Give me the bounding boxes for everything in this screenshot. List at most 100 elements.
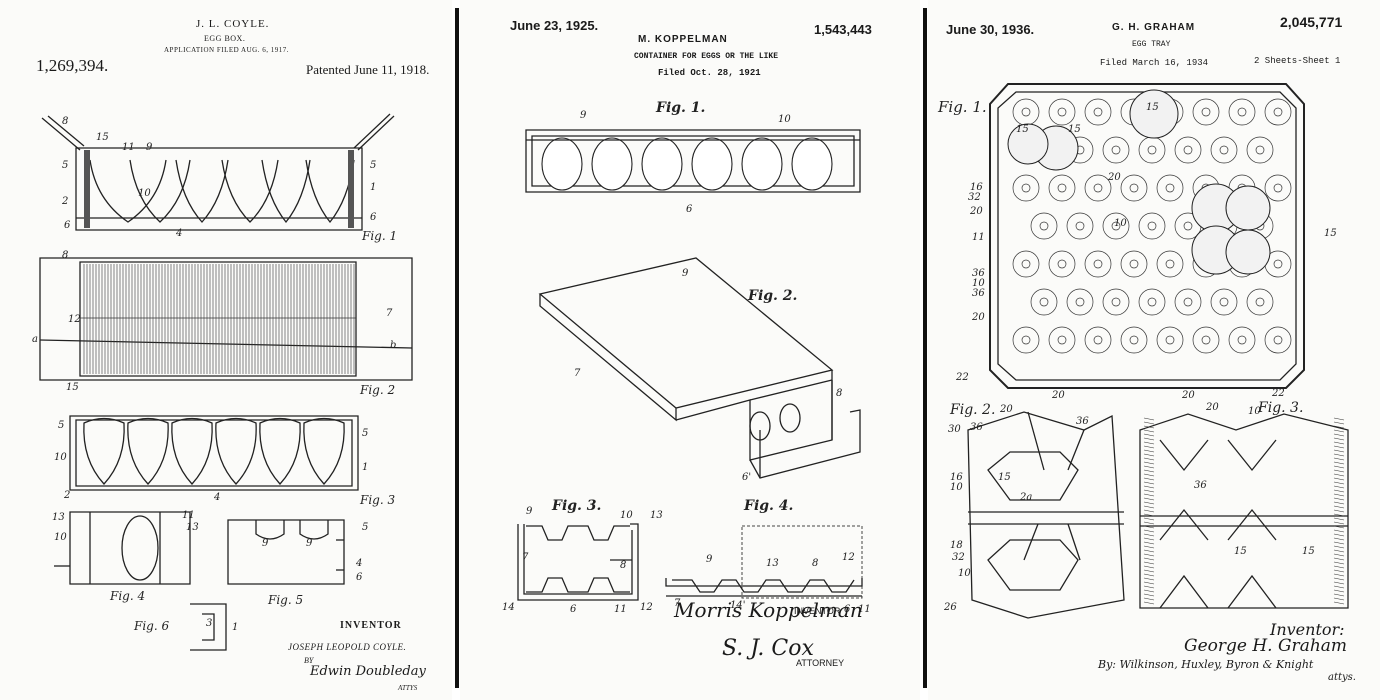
svg-text:11: 11 bbox=[182, 510, 195, 521]
svg-text:b: b bbox=[390, 340, 396, 351]
patent-title: EGG BOX. bbox=[204, 34, 246, 43]
svg-text:20: 20 bbox=[971, 312, 985, 323]
svg-text:13: 13 bbox=[766, 558, 779, 569]
patent-number: 1,543,443 bbox=[814, 22, 872, 37]
svg-text:7: 7 bbox=[574, 368, 581, 379]
svg-text:Fig. 2.: Fig. 2. bbox=[949, 402, 995, 418]
svg-text:10: 10 bbox=[54, 532, 67, 543]
svg-text:Fig. 5: Fig. 5 bbox=[267, 593, 303, 607]
graham-figure-captions: Fig. 1. Fig. 2. Fig. 3. bbox=[937, 98, 1303, 418]
svg-text:Fig. 3.: Fig. 3. bbox=[1257, 400, 1303, 416]
svg-text:2: 2 bbox=[61, 196, 68, 207]
svg-text:22: 22 bbox=[1271, 388, 1285, 399]
inventor-heading: INVENTOR bbox=[340, 620, 402, 631]
inventor-short-name: G. H. GRAHAM bbox=[1112, 22, 1196, 33]
svg-text:22: 22 bbox=[955, 372, 969, 383]
svg-text:10: 10 bbox=[54, 452, 67, 463]
graham-fig1-drawing bbox=[990, 84, 1304, 388]
svg-text:9: 9 bbox=[706, 554, 713, 565]
svg-text:2a: 2a bbox=[1019, 492, 1032, 503]
svg-text:4: 4 bbox=[213, 492, 220, 503]
filing-date: Filed March 16, 1934 bbox=[1100, 58, 1209, 68]
svg-text:9: 9 bbox=[526, 506, 533, 517]
svg-text:8: 8 bbox=[620, 560, 626, 571]
svg-text:11: 11 bbox=[972, 232, 985, 243]
svg-text:5: 5 bbox=[362, 522, 368, 533]
koppelman-fig2-drawing bbox=[540, 258, 860, 478]
svg-text:13: 13 bbox=[650, 510, 663, 521]
patent-date: Patented June 11, 1918. bbox=[306, 62, 430, 77]
by-label: BY bbox=[304, 656, 314, 665]
svg-text:20: 20 bbox=[1205, 402, 1219, 413]
filing-date: APPLICATION FILED AUG. 6, 1917. bbox=[164, 46, 289, 54]
svg-text:15: 15 bbox=[1068, 124, 1081, 135]
svg-text:30: 30 bbox=[948, 424, 961, 435]
svg-text:1: 1 bbox=[370, 182, 376, 193]
patent-date: June 30, 1936. bbox=[946, 22, 1035, 37]
svg-text:9: 9 bbox=[262, 538, 269, 549]
svg-text:5: 5 bbox=[362, 428, 368, 439]
patent-sheet-graham: June 30, 1936. G. H. GRAHAM 2,045,771 EG… bbox=[928, 0, 1380, 700]
coyle-fig2-hatching bbox=[84, 264, 354, 374]
svg-text:10: 10 bbox=[972, 278, 985, 289]
inventor-label: INVENTOR bbox=[794, 606, 841, 616]
svg-text:7: 7 bbox=[674, 598, 681, 609]
svg-text:10: 10 bbox=[620, 510, 633, 521]
svg-text:13: 13 bbox=[52, 512, 65, 523]
coyle-fig5-drawing bbox=[228, 520, 344, 584]
svg-text:Fig. 6: Fig. 6 bbox=[133, 619, 169, 633]
svg-text:36: 36 bbox=[972, 268, 985, 279]
svg-text:13: 13 bbox=[186, 522, 199, 533]
graham-hatching bbox=[1144, 418, 1344, 604]
coyle-figure-captions: Fig. 1 Fig. 2 Fig. 3 Fig. 4 Fig. 5 Fig. … bbox=[109, 229, 397, 633]
svg-text:32: 32 bbox=[952, 552, 965, 563]
divider-left bbox=[455, 8, 459, 688]
patent-date: June 23, 1925. bbox=[510, 18, 599, 33]
svg-text:12: 12 bbox=[68, 314, 81, 325]
svg-text:a: a bbox=[32, 334, 38, 345]
svg-text:Fig. 2: Fig. 2 bbox=[359, 383, 395, 397]
svg-text:Fig. 1.: Fig. 1. bbox=[937, 98, 987, 116]
koppelman-fig3-drawing bbox=[518, 524, 638, 600]
svg-text:8: 8 bbox=[836, 388, 842, 399]
inventor-short-name: J. L. COYLE. bbox=[196, 18, 270, 30]
svg-text:15: 15 bbox=[1324, 228, 1337, 239]
svg-text:8: 8 bbox=[62, 116, 68, 127]
svg-text:7: 7 bbox=[522, 552, 529, 563]
svg-text:6: 6 bbox=[844, 604, 851, 615]
svg-text:1: 1 bbox=[362, 462, 368, 473]
svg-text:20: 20 bbox=[1051, 390, 1065, 401]
patent-title: CONTAINER FOR EGGS OR THE LIKE bbox=[634, 52, 779, 61]
koppelman-figure-captions: Fig. 1. Fig. 2. Fig. 3. Fig. 4. bbox=[551, 100, 797, 514]
svg-text:7: 7 bbox=[386, 308, 393, 319]
attorney-label: ATTORNEY bbox=[796, 658, 845, 668]
sheet-count: 2 Sheets-Sheet 1 bbox=[1254, 56, 1341, 66]
patent-number: 1,269,394. bbox=[36, 56, 109, 75]
svg-text:10: 10 bbox=[778, 114, 791, 125]
attys-label: attys. bbox=[1328, 672, 1356, 683]
koppelman-fig1-drawing bbox=[526, 130, 860, 192]
patent-sheet-coyle: J. L. COYLE. EGG BOX. APPLICATION FILED … bbox=[0, 0, 452, 700]
svg-text:26: 26 bbox=[943, 602, 957, 613]
svg-text:15: 15 bbox=[1234, 546, 1247, 557]
svg-text:16: 16 bbox=[970, 182, 983, 193]
svg-text:36: 36 bbox=[972, 288, 985, 299]
svg-text:15: 15 bbox=[96, 132, 109, 143]
svg-text:9: 9 bbox=[580, 110, 587, 121]
inventor-full-name: JOSEPH LEOPOLD COYLE. bbox=[288, 642, 407, 652]
svg-text:20: 20 bbox=[1181, 390, 1195, 401]
svg-text:6: 6 bbox=[356, 572, 363, 583]
attorney-signature: Edwin Doubleday bbox=[310, 664, 426, 679]
attorneys-signature: By: Wilkinson, Huxley, Byron & Knight bbox=[1098, 658, 1314, 671]
svg-text:4: 4 bbox=[175, 228, 182, 239]
svg-text:20: 20 bbox=[969, 206, 983, 217]
svg-text:16: 16 bbox=[950, 472, 963, 483]
svg-text:10: 10 bbox=[138, 188, 151, 199]
svg-text:9: 9 bbox=[682, 268, 689, 279]
patent-number: 2,045,771 bbox=[1280, 14, 1343, 30]
svg-text:5: 5 bbox=[370, 160, 376, 171]
coyle-fig3-drawing bbox=[70, 416, 358, 490]
